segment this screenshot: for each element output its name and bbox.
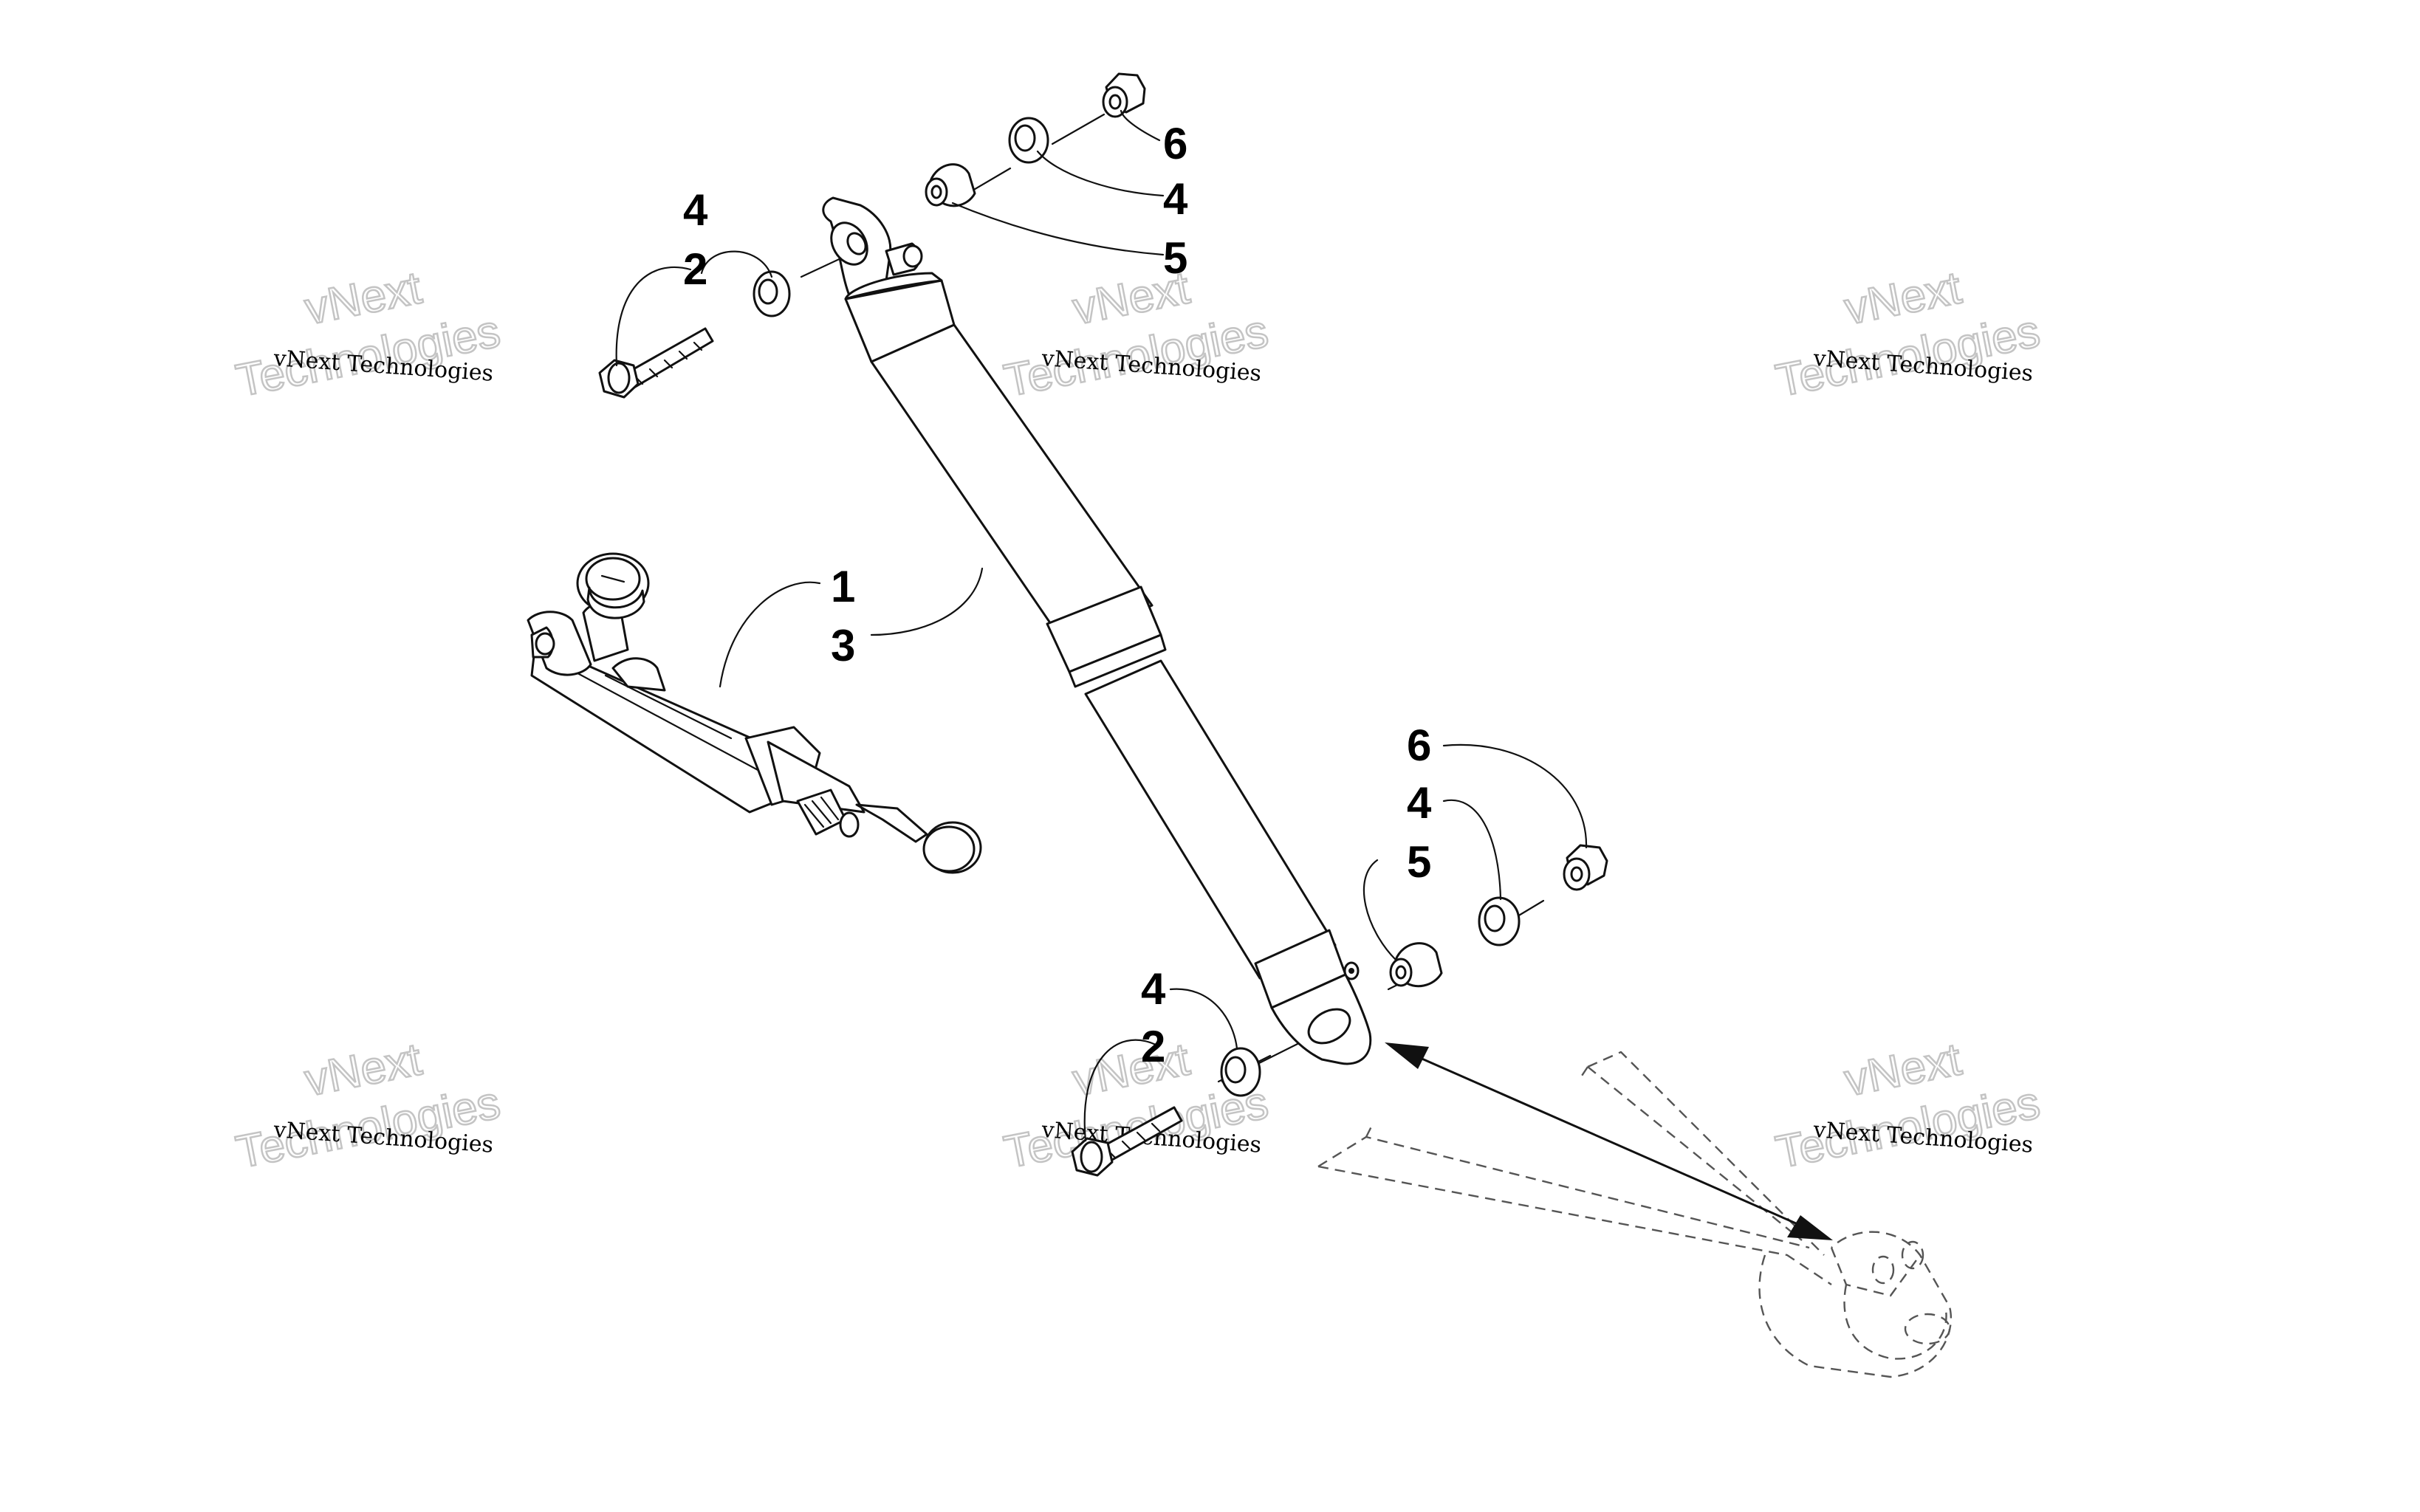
arrowhead-icon (1385, 1042, 1429, 1069)
callout-2: 2 (683, 244, 707, 294)
callout-3: 3 (831, 621, 855, 670)
top-bolt (598, 327, 714, 399)
callout-4: 4 (1141, 964, 1166, 1014)
top-spacer (925, 163, 976, 207)
bottom-spacer (1389, 942, 1443, 988)
callout-6: 6 (1407, 721, 1431, 770)
bottom-bolt (1071, 1106, 1183, 1177)
callout-5: 5 (1163, 233, 1187, 283)
callout-4: 4 (1407, 778, 1432, 828)
arrowhead-icon (1787, 1215, 1833, 1240)
top-left-bushing (753, 270, 791, 317)
shock-absorber (822, 196, 1372, 1065)
leader-lines (615, 109, 1588, 1142)
shock-pump (527, 552, 982, 874)
callout-4: 4 (1163, 174, 1188, 224)
callout-2: 2 (1141, 1022, 1165, 1071)
bottom-right-bushing (1478, 896, 1521, 946)
callout-4: 4 (683, 185, 708, 235)
top-nut (1102, 72, 1146, 118)
callout-5: 5 (1407, 837, 1431, 887)
bottom-nut (1563, 844, 1608, 891)
callout-6: 6 (1163, 119, 1187, 168)
bottom-left-bushing (1220, 1047, 1261, 1097)
callout-1: 1 (831, 562, 855, 611)
callout-labels: 1 3 2 4 6 4 5 6 4 5 4 2 (683, 119, 1432, 1071)
mounting-direction-arrow (1385, 1042, 1833, 1240)
